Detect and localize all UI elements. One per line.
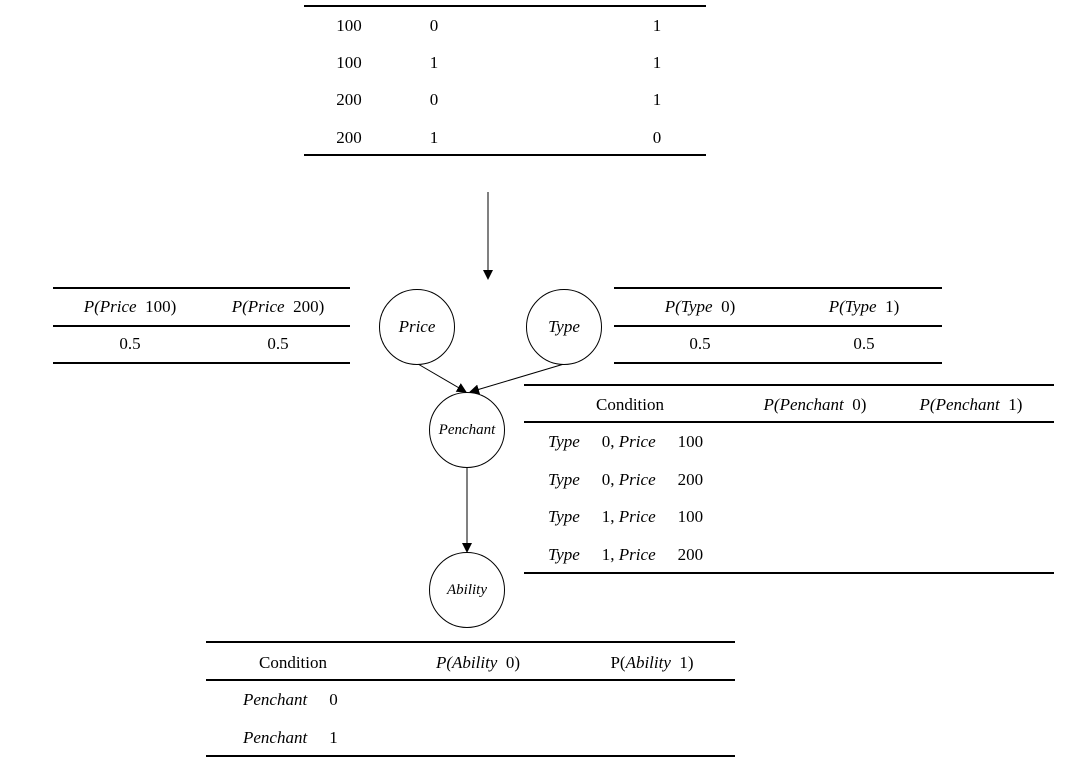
node-penchant-label: Penchant [438,421,496,438]
node-ability: Ability [429,552,505,628]
table-top-rule [304,5,706,7]
price-cpt-value: 0.5 [119,334,141,353]
table-cell: 0 [429,90,439,109]
edge-type-penchant [469,363,565,395]
ability-cpt-header: P(Ability 1) [610,653,694,672]
type-cpt-value: 0.5 [689,334,711,353]
price-cpt-bottom-rule [53,362,350,364]
ability-cpt-header: P(Ability 0) [435,653,521,672]
type-cpt-header: P(Type 1) [828,297,900,316]
table-cell: 200 [336,90,362,109]
ability-cpt-top-rule [206,641,735,643]
node-type-label: Type [548,317,580,336]
penchant-cpt-condition-header: Condition [595,395,665,414]
node-ability-label: Ability [447,581,487,598]
table-cell: 0 [652,128,662,147]
price-cpt-top-rule [53,287,350,289]
penchant-cpt-mid-rule [524,421,1054,423]
ability-cpt-bottom-rule [206,755,735,757]
type-cpt-bottom-rule [614,362,942,364]
penchant-cpt-top-rule [524,384,1054,386]
type-cpt-header: P(Type 0) [664,297,736,316]
table-cell: 200 [336,128,362,147]
node-penchant: Penchant [429,392,505,468]
node-price: Price [379,289,455,365]
type-cpt-mid-rule [614,325,942,327]
table-bottom-rule [304,154,706,156]
table-cell: 0 [429,16,439,35]
price-cpt-header: P(Price 200) [231,297,325,316]
price-cpt-mid-rule [53,325,350,327]
penchant-cpt-header: P(Penchant 1) [919,395,1023,414]
type-cpt-top-rule [614,287,942,289]
node-price-label: Price [398,317,436,336]
price-cpt-header: P(Price 100) [83,297,177,316]
table-cell: 100 [336,16,362,35]
table-cell: 1 [429,128,439,147]
node-type: Type [526,289,602,365]
price-cpt-value: 0.5 [267,334,289,353]
ability-cpt-mid-rule [206,679,735,681]
edge-price-penchant [417,363,467,393]
penchant-cpt-bottom-rule [524,572,1054,574]
table-cell: 1 [652,53,662,72]
table-cell: 1 [652,90,662,109]
table-cell: 1 [429,53,439,72]
type-cpt-value: 0.5 [853,334,875,353]
table-cell: 100 [336,53,362,72]
table-cell: 1 [652,16,662,35]
penchant-cpt-header: P(Penchant 0) [763,395,867,414]
ability-cpt-condition-header: Condition [258,653,328,672]
